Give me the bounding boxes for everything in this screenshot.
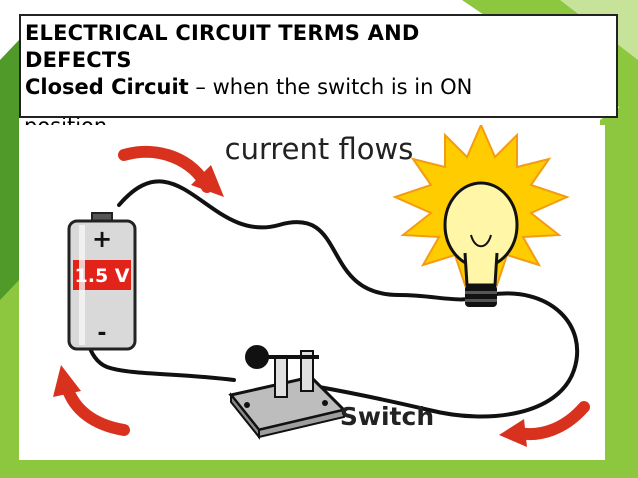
definition-term: Closed Circuit: [25, 75, 189, 99]
slide-title-line-2: DEFECTS: [25, 48, 132, 72]
flow-arrow-bottom-left: [53, 365, 130, 436]
left-light-band: [0, 280, 19, 478]
circuit-illustration: + 1.5 V - current flows: [19, 122, 605, 460]
battery-minus-sign: -: [97, 321, 106, 346]
switch: [228, 345, 347, 440]
bottom-green-band: [19, 460, 605, 478]
definition-continuation: position: [24, 114, 107, 125]
slide-title-line-1: ELECTRICAL CIRCUIT TERMS AND: [25, 21, 420, 45]
battery-voltage-label: 1.5 V: [75, 265, 130, 287]
right-green-band: [600, 95, 638, 478]
battery-plus-sign: +: [92, 225, 112, 253]
title-box: ELECTRICAL CIRCUIT TERMS AND DEFECTS Clo…: [19, 14, 618, 118]
light-bulb: [392, 122, 570, 307]
switch-label: Switch: [340, 402, 434, 431]
flow-arrow-bottom-right: [499, 401, 590, 447]
definition-line: Closed Circuit – when the switch is in O…: [25, 74, 610, 101]
definition-text: – when the switch is in ON: [188, 75, 473, 99]
battery: + 1.5 V -: [67, 212, 137, 351]
current-flows-caption: current flows: [225, 132, 414, 166]
circuit-drawing: + 1.5 V - current flows: [53, 122, 590, 447]
flow-arrow-top-left: [118, 145, 224, 197]
